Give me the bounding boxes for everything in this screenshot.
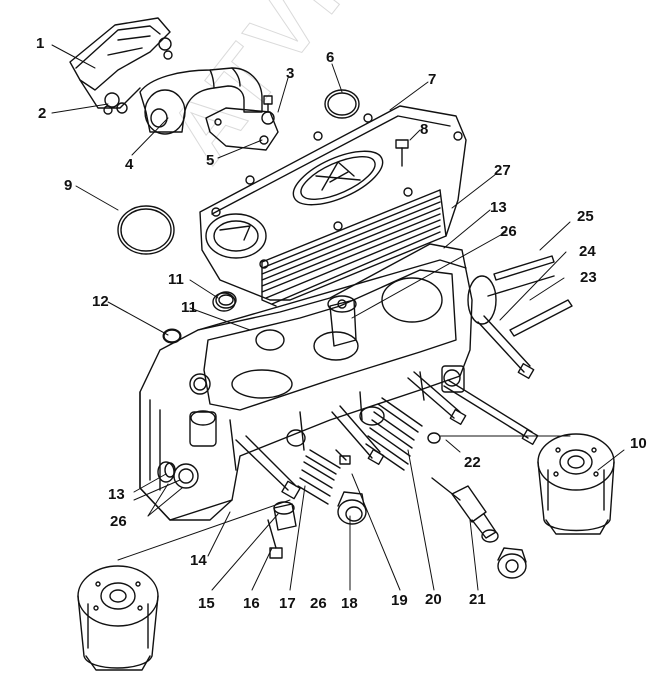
callout-26b: 26 bbox=[310, 595, 327, 612]
callout-6: 6 bbox=[326, 49, 335, 66]
callout-11a: 11 bbox=[168, 271, 184, 288]
cooler-cover bbox=[199, 105, 467, 307]
sleeve-18 bbox=[337, 491, 367, 525]
main-housing bbox=[139, 243, 497, 521]
callout-21: 21 bbox=[469, 591, 486, 608]
callout-24: 24 bbox=[579, 243, 596, 260]
callout-13a: 13 bbox=[108, 486, 125, 503]
callout-9: 9 bbox=[64, 177, 73, 194]
o-ring-12 bbox=[162, 328, 182, 344]
intake-elbow-assembly bbox=[69, 17, 279, 151]
callout-3: 3 bbox=[286, 65, 295, 82]
bolts bbox=[235, 315, 539, 559]
callout-14: 14 bbox=[190, 552, 207, 569]
o-ring-11 bbox=[212, 292, 236, 312]
callout-17: 17 bbox=[279, 595, 296, 612]
callout-27: 27 bbox=[494, 162, 511, 179]
callout-19: 19 bbox=[391, 592, 408, 609]
callout-25: 25 bbox=[577, 208, 594, 225]
callout-7: 7 bbox=[428, 71, 437, 88]
springs bbox=[297, 397, 423, 505]
o-ring-9 bbox=[117, 205, 175, 255]
pins bbox=[487, 255, 573, 337]
callout-22: 22 bbox=[464, 454, 481, 471]
callout-15: 15 bbox=[198, 595, 215, 612]
callout-20: 20 bbox=[425, 591, 442, 608]
callout-23: 23 bbox=[580, 269, 597, 286]
callout-5: 5 bbox=[206, 152, 215, 169]
oil-filter-left bbox=[77, 565, 159, 671]
callout-12: 12 bbox=[92, 293, 109, 310]
callout-2: 2 bbox=[38, 105, 47, 122]
callout-18: 18 bbox=[341, 595, 358, 612]
oil-filter-right bbox=[537, 433, 615, 535]
callout-10: 10 bbox=[630, 435, 647, 452]
callout-1: 1 bbox=[36, 35, 45, 52]
fitting-16 bbox=[273, 501, 297, 531]
o-ring-6 bbox=[324, 89, 360, 119]
callout-11b: 11 bbox=[181, 299, 197, 316]
callout-13b: 13 bbox=[490, 199, 507, 216]
callout-4: 4 bbox=[125, 156, 134, 173]
callout-16: 16 bbox=[243, 595, 260, 612]
relief-valve bbox=[431, 477, 527, 579]
callout-26c: 26 bbox=[500, 223, 517, 240]
callout-26a: 26 bbox=[110, 513, 127, 530]
callout-8: 8 bbox=[420, 121, 429, 138]
